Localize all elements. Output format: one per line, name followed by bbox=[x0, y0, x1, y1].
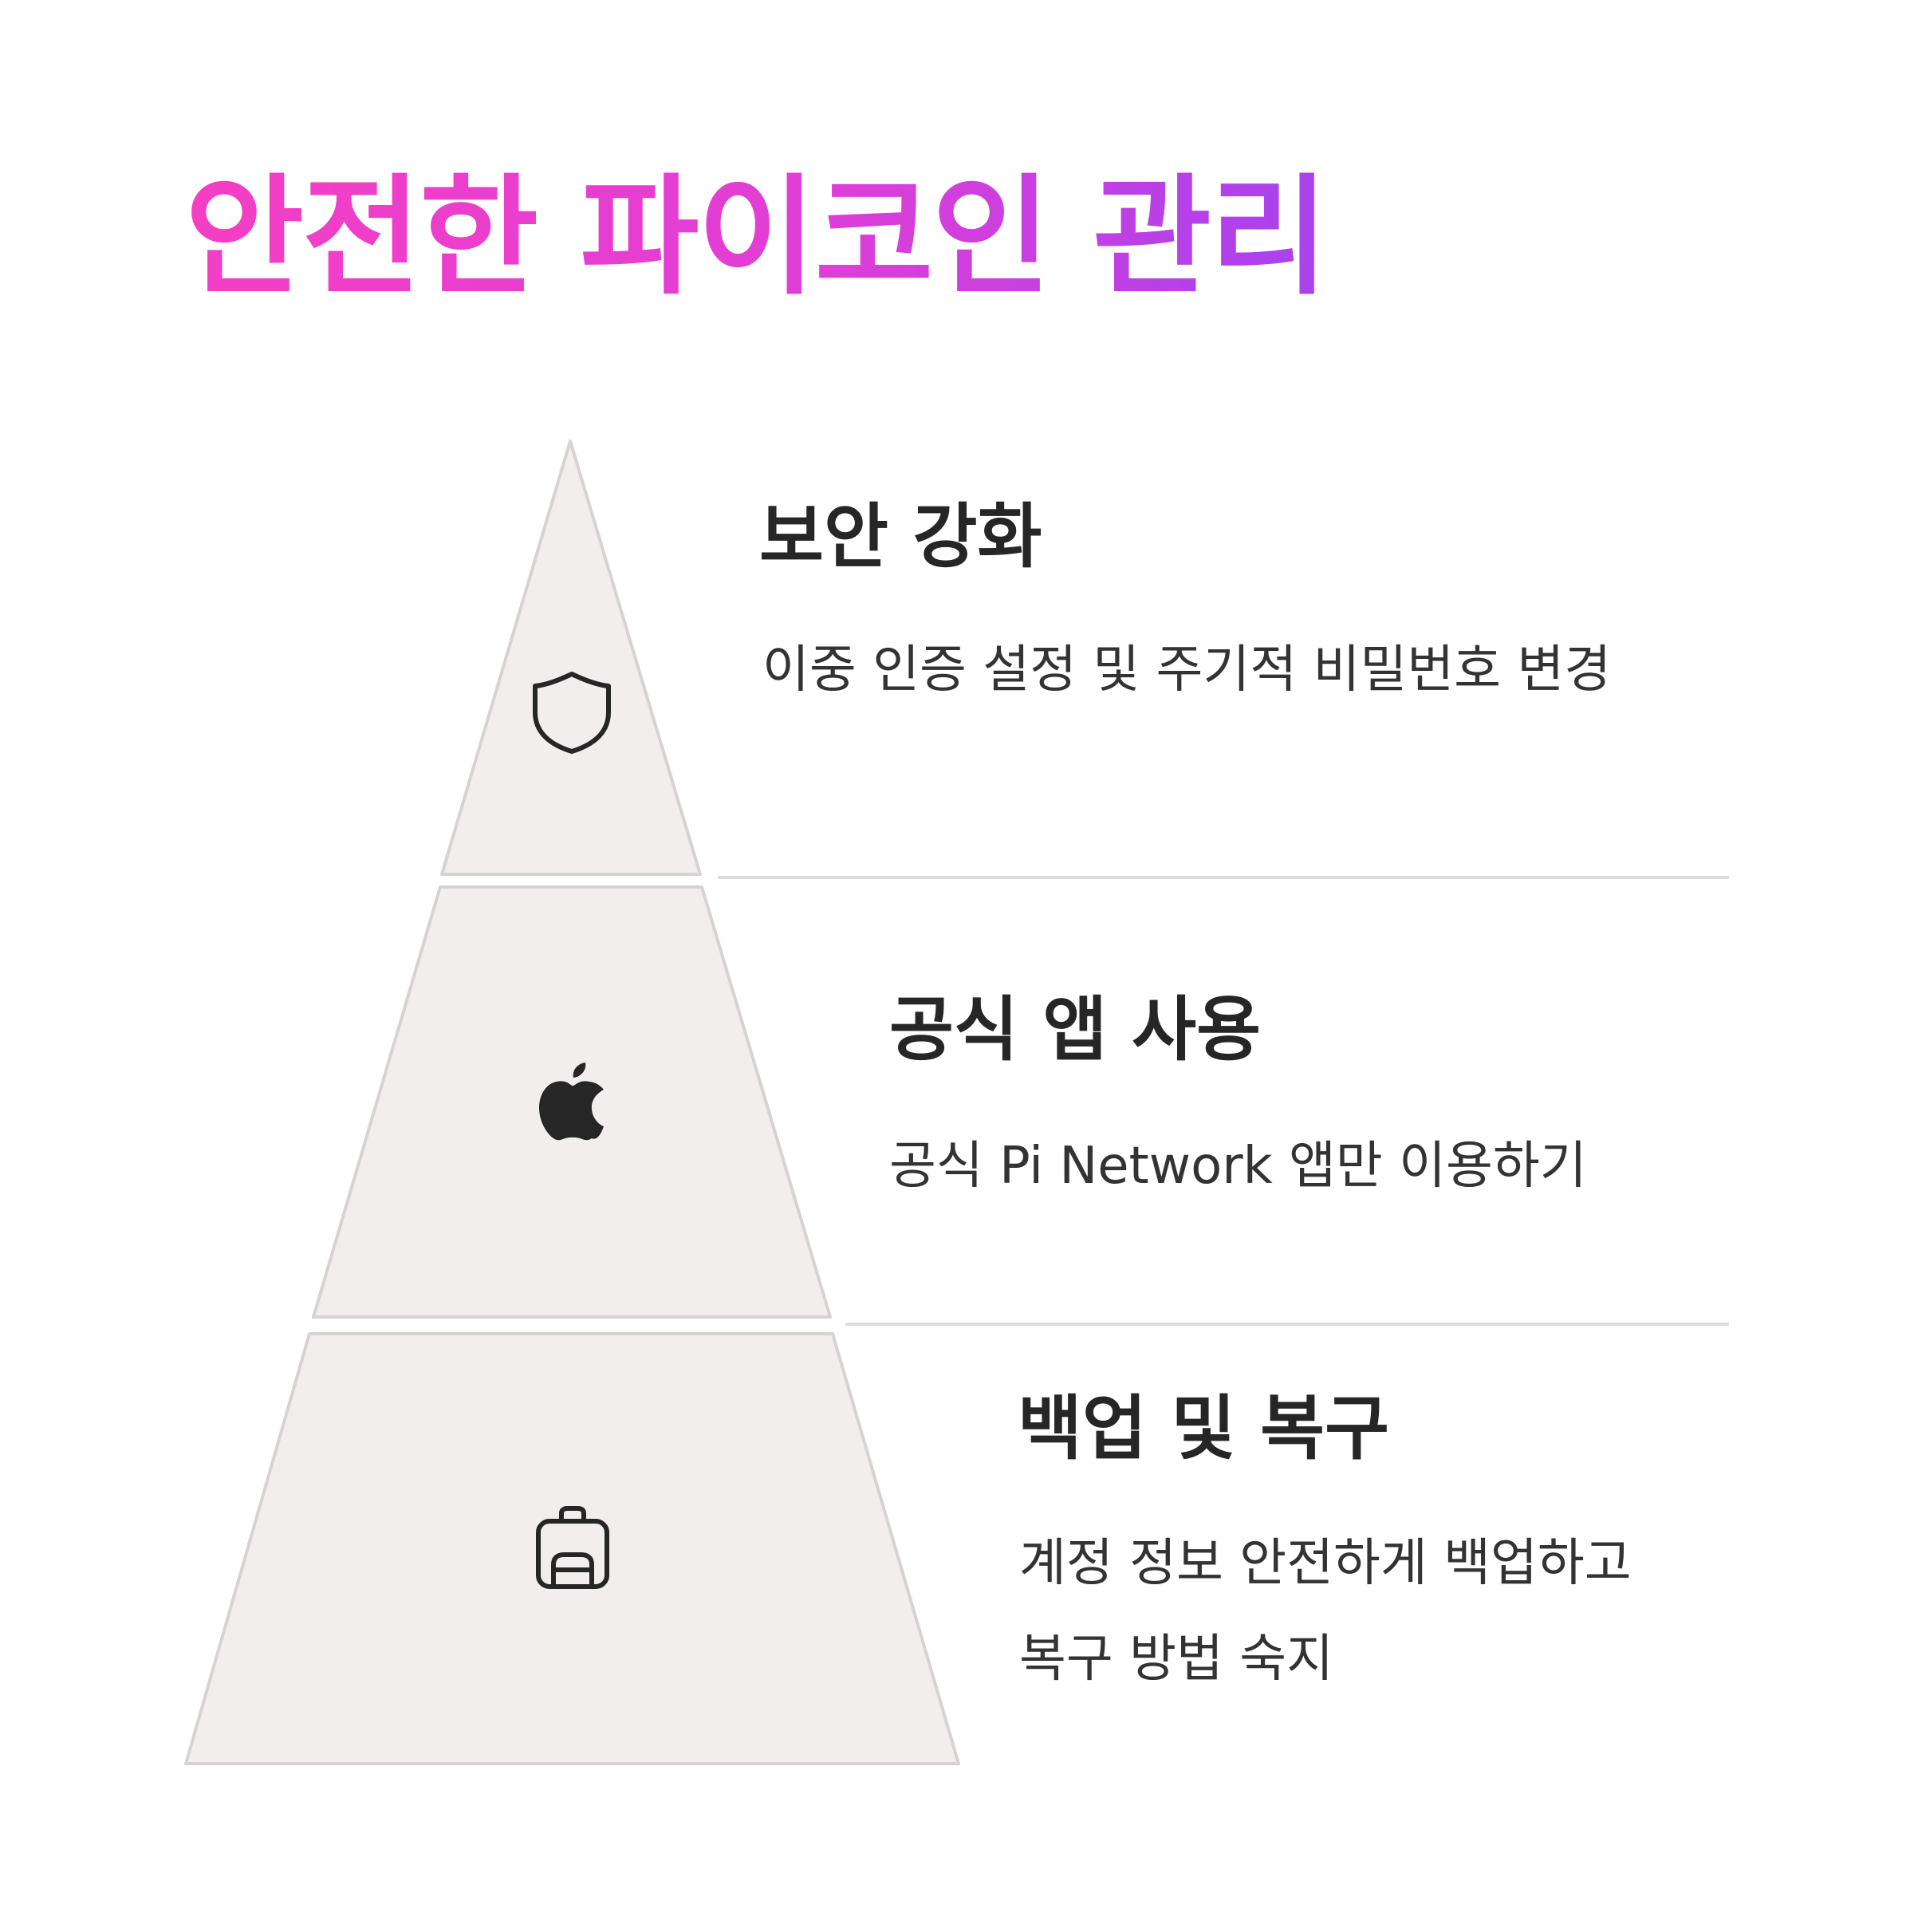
level-heading-official-app: 공식 앱 사용 bbox=[889, 988, 1262, 1070]
level-heading-security: 보안 강화 bbox=[759, 495, 1042, 578]
divider-line bbox=[845, 1323, 1729, 1326]
apple-icon bbox=[539, 1063, 604, 1141]
page-title: 안전한 파이코인 관리 bbox=[185, 163, 1329, 313]
backpack-icon bbox=[536, 1506, 609, 1589]
level-description-backup: 계정 정보 안전하게 백업하고 복구 방법 숙지 bbox=[1019, 1534, 1632, 1689]
pyramid-tier-bottom bbox=[184, 1332, 960, 1765]
divider-line bbox=[718, 876, 1729, 879]
level-description-official-app: 공식 Pi Network 앱만 이용하기 bbox=[889, 1137, 1587, 1196]
pyramid-tier-top bbox=[440, 440, 702, 876]
level-description-security: 이중 인증 설정 및 주기적 비밀번호 변경 bbox=[762, 641, 1612, 700]
shield-icon bbox=[533, 672, 611, 754]
level-heading-backup: 백업 및 복구 bbox=[1018, 1387, 1390, 1469]
